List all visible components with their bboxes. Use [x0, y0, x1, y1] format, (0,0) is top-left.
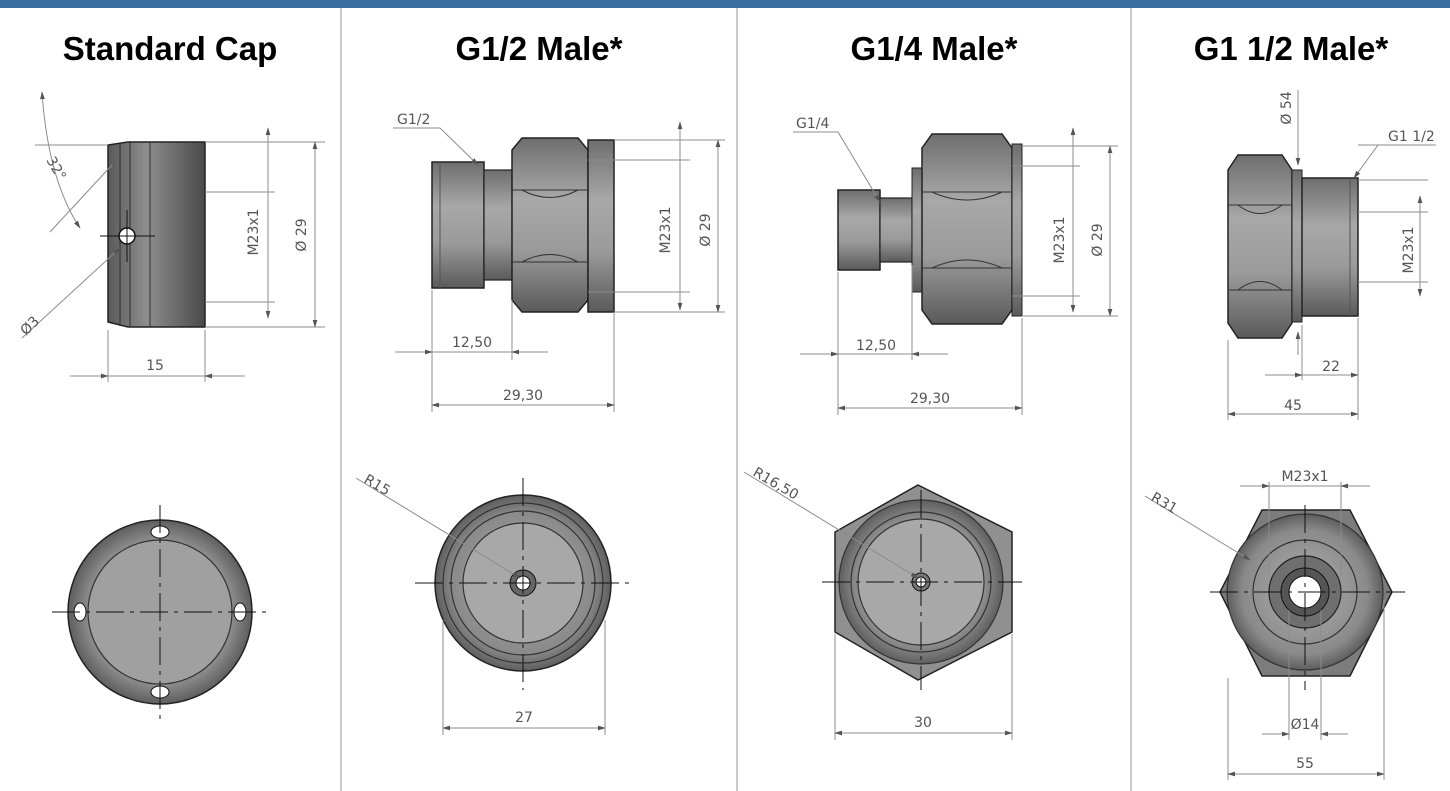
- column-divider: [736, 8, 738, 791]
- dim-short: 12,50: [856, 338, 896, 354]
- dim-angle: 32°: [43, 154, 69, 184]
- g1-2-side-view: [431, 137, 615, 313]
- dim-top-thread: M23x1: [1281, 469, 1328, 485]
- dim-width: 27: [515, 710, 533, 726]
- standard-cap-dimensions: [21, 91, 325, 382]
- g1-4-side-view: [837, 133, 1023, 325]
- column-title: G1/2 Male*: [455, 30, 623, 67]
- dim-bore: Ø14: [1291, 717, 1320, 733]
- g1-1-2-dimensions: [1227, 90, 1436, 420]
- header-bar: [0, 0, 1450, 8]
- dim-width: 30: [914, 715, 932, 731]
- dim-thread-label: G1/4: [796, 116, 829, 132]
- dim-diameter: Ø 29: [1090, 223, 1106, 256]
- column-divider: [340, 8, 342, 791]
- dim-total: 29,30: [910, 391, 950, 407]
- dim-thread-label: G1/2: [397, 112, 430, 128]
- dim-thread: M23x1: [1401, 226, 1417, 273]
- g1-4-front-dimensions: [743, 471, 1013, 740]
- standard-cap-side-view: [100, 141, 206, 328]
- standard-cap-front-view: [52, 505, 268, 722]
- dim-width: 55: [1296, 756, 1314, 772]
- g1-2-front-view: [415, 478, 630, 690]
- dim-total: 29,30: [503, 388, 543, 404]
- dim-hole: Ø3: [18, 313, 43, 338]
- dim-diameter: Ø 29: [294, 218, 310, 251]
- column-title: Standard Cap: [62, 30, 278, 67]
- g1-1-2-front-dimensions: [1144, 482, 1385, 780]
- dim-short: 12,50: [452, 335, 492, 351]
- dim-radius: R15: [361, 472, 393, 500]
- dim-radius: R16,50: [750, 465, 801, 504]
- dim-thread: M23x1: [246, 208, 262, 255]
- dim-total: 45: [1284, 398, 1302, 414]
- column-divider: [1130, 8, 1132, 791]
- g1-2-dimensions: [393, 121, 725, 412]
- dim-top-diameter: Ø 54: [1279, 91, 1295, 124]
- g1-2-front-dimensions: [355, 477, 606, 735]
- dim-length: 15: [146, 358, 164, 374]
- g1-4-dimensions: [793, 127, 1118, 415]
- dim-thread: M23x1: [1052, 216, 1068, 263]
- column-title: G1/4 Male*: [850, 30, 1018, 67]
- g1-4-front-view: [822, 484, 1022, 690]
- dim-radius: R31: [1148, 490, 1180, 518]
- g1-1-2-front-view: [1210, 505, 1405, 690]
- dim-thread: M23x1: [658, 206, 674, 253]
- dim-short: 22: [1322, 359, 1340, 375]
- column-title: G1 1/2 Male*: [1193, 30, 1389, 67]
- g1-1-2-side-view: [1227, 154, 1359, 339]
- dim-diameter: Ø 29: [698, 213, 714, 246]
- dim-thread-label: G1 1/2: [1388, 129, 1435, 145]
